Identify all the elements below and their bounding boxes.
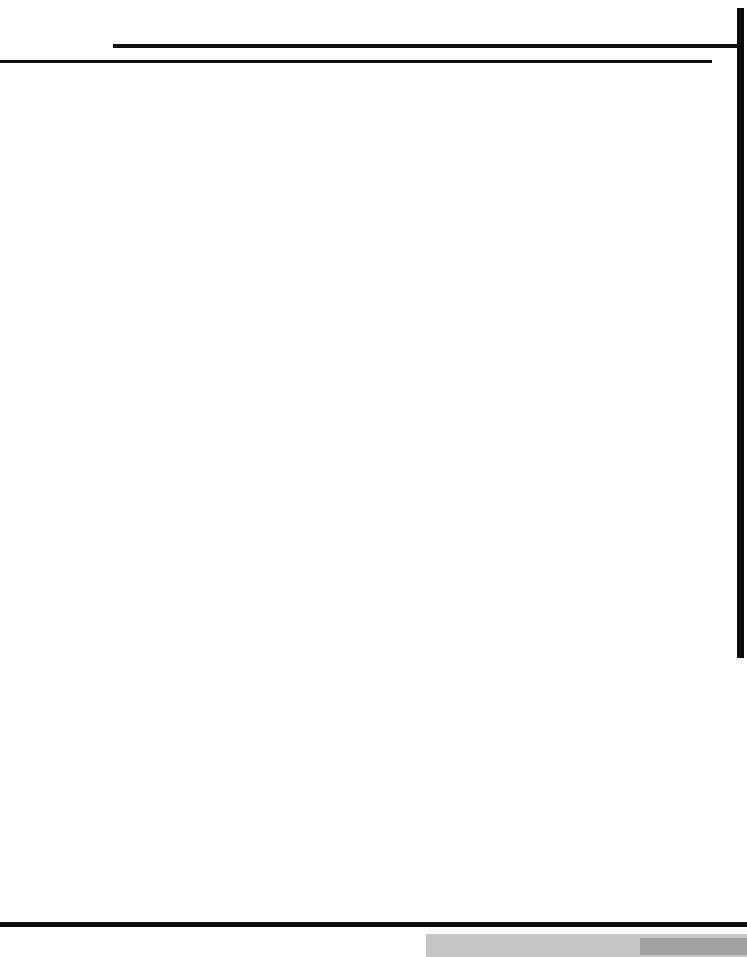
page-edge-bar [737, 8, 744, 658]
footer-rule [0, 922, 747, 927]
header-rule [113, 44, 741, 48]
header-rule-2 [0, 60, 712, 63]
scan-smudge-dark [640, 938, 747, 955]
